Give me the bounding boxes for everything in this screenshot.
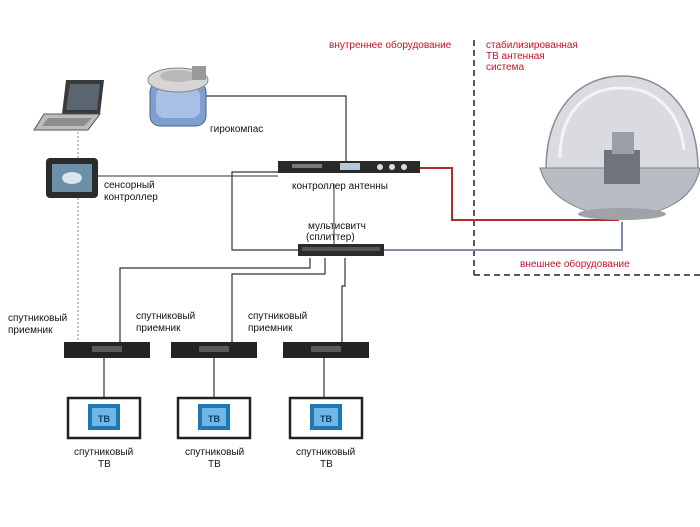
laptop-icon [33, 80, 104, 131]
touch-controller-icon [46, 158, 98, 198]
receiver-label-3-line2: приемник [248, 323, 293, 334]
rx2-cable [231, 258, 326, 342]
radome-antenna-icon [539, 75, 700, 220]
tv-label-2-line2: ТВ [208, 459, 221, 470]
rf-cable [384, 222, 623, 251]
receiver-icon-3 [283, 342, 369, 358]
gyro-cable [190, 95, 347, 163]
tv-logo-1: ТВ [98, 414, 110, 424]
rx1-cable [119, 258, 311, 342]
indoor-equipment-label: внутреннее оборудование [329, 40, 452, 51]
rx3-cable [341, 258, 346, 342]
stabilized-system-label-line2: ТВ антенная [486, 51, 545, 62]
multiswitch-icon [298, 244, 384, 256]
receiver-label-2-line1: спутниковый [136, 311, 196, 322]
gyrocompass-icon [147, 66, 209, 127]
receiver-icon-1 [64, 342, 150, 358]
receiver-label-3-line1: спутниковый [248, 311, 308, 322]
receiver-icon-2 [171, 342, 257, 358]
tv-icon-3 [288, 396, 364, 440]
receiver-label-1-line2: приемник [8, 325, 53, 336]
touch-controller-label-line1: сенсорный [104, 180, 155, 191]
multiswitch-label-line2: (сплиттер) [306, 232, 355, 243]
gyrocompass-label: гирокомпас [210, 124, 264, 135]
tv-label-2-line1: спутниковый [185, 447, 245, 458]
tv-logo-2: ТВ [208, 414, 220, 424]
tv-logo-3: ТВ [320, 414, 332, 424]
stabilized-system-label-line1: стабилизированная [486, 40, 578, 51]
tv-icon-1 [66, 396, 142, 440]
receiver-label-1-line1: спутниковый [8, 313, 68, 324]
stabilized-system-label-line3: система [486, 62, 525, 73]
antenna-controller-label: контроллер антенны [292, 181, 388, 192]
multiswitch-label-line1: мультисвитч [308, 221, 366, 232]
controller-multiswitch-cable [231, 171, 298, 251]
outdoor-equipment-label: внешнее оборудование [520, 259, 630, 270]
tv-icon-2 [176, 396, 252, 440]
tv-label-1-line2: ТВ [98, 459, 111, 470]
tv-label-3-line2: ТВ [320, 459, 333, 470]
tv-label-3-line1: спутниковый [296, 447, 356, 458]
receiver-label-2-line2: приемник [136, 323, 181, 334]
touch-controller-label-line2: контроллер [104, 192, 158, 203]
tv-label-1-line1: спутниковый [74, 447, 134, 458]
antenna-controller-icon [278, 161, 420, 173]
